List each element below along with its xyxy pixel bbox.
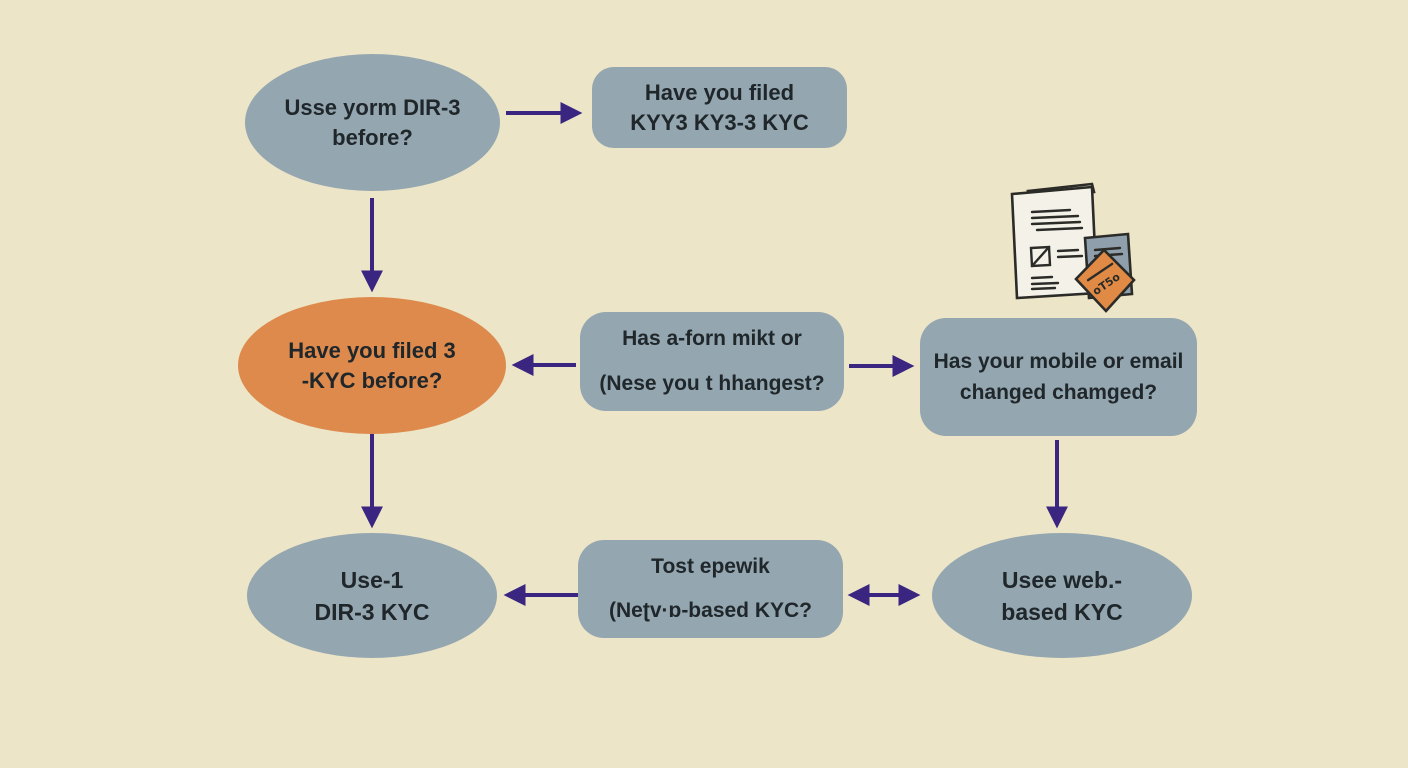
node-text-line: Have you filed 3 [288,337,456,363]
page-line [1056,248,1080,253]
node-text-line: DIR-3 KYC [314,598,430,625]
page-line [1030,275,1054,280]
page-line [1030,220,1082,226]
node-text-line: Use-1 [340,566,404,593]
node-text-line: Usee web.- [1001,566,1123,593]
node-mobile-or-email-changed: Has your mobile or email changed chamged… [920,318,1197,436]
node-text-line: KYY3 KY3-3 KYC [630,109,809,135]
node-text-line: based KYC [1001,598,1123,625]
sticker-diamond [1074,248,1136,313]
node-text-line: -KYC before? [301,367,443,393]
node-have-you-filed-kyc: Have you filed KYY3 KY3-3 KYC [592,67,847,148]
node-text-line: Tost epewik [651,555,770,578]
page-line [1030,286,1057,291]
page-line [1056,254,1084,259]
card-line [1093,246,1122,252]
node-use-web-based-kyc: Usee web.- based KYC [932,533,1192,658]
node-text-line: Have you filed [644,79,795,105]
node-text-line: Has a-forn mikt or [622,327,802,350]
page-line [1035,226,1084,232]
page-line [1030,281,1060,286]
checkbox-diagonal [1030,245,1051,268]
node-text-line: (Neʈv·ɒ-based KYC? [608,599,813,622]
documents-with-sticker-icon: oT5o [1010,182,1136,313]
node-have-you-filed-3kyc-before: Have you filed 3 -KYC before? [238,297,506,434]
checkbox-square [1029,245,1052,268]
node-text-line: before? [332,124,413,150]
node-use-dir3-kyc: Use-1 DIR-3 KYC [247,533,497,658]
sticker-line [1086,262,1114,282]
node-text-line: (Nese you t hhangest? [599,372,825,395]
node-has-form-changed: Has a-forn mikt or (Nese you t hhangest? [580,312,844,411]
node-text-line: Has your mobile or email [933,350,1184,373]
node-used-form-dir3-before: Usse yorm DIR-3 before? [245,54,500,191]
page-line [1030,214,1080,220]
page-line [1030,208,1072,214]
node-text-line: changed chamged? [959,381,1158,404]
node-test-web-based-kyc: Tost epewik (Neʈv·ɒ-based KYC? [578,540,843,638]
node-text-line: Usse yorm DIR-3 [284,94,461,120]
